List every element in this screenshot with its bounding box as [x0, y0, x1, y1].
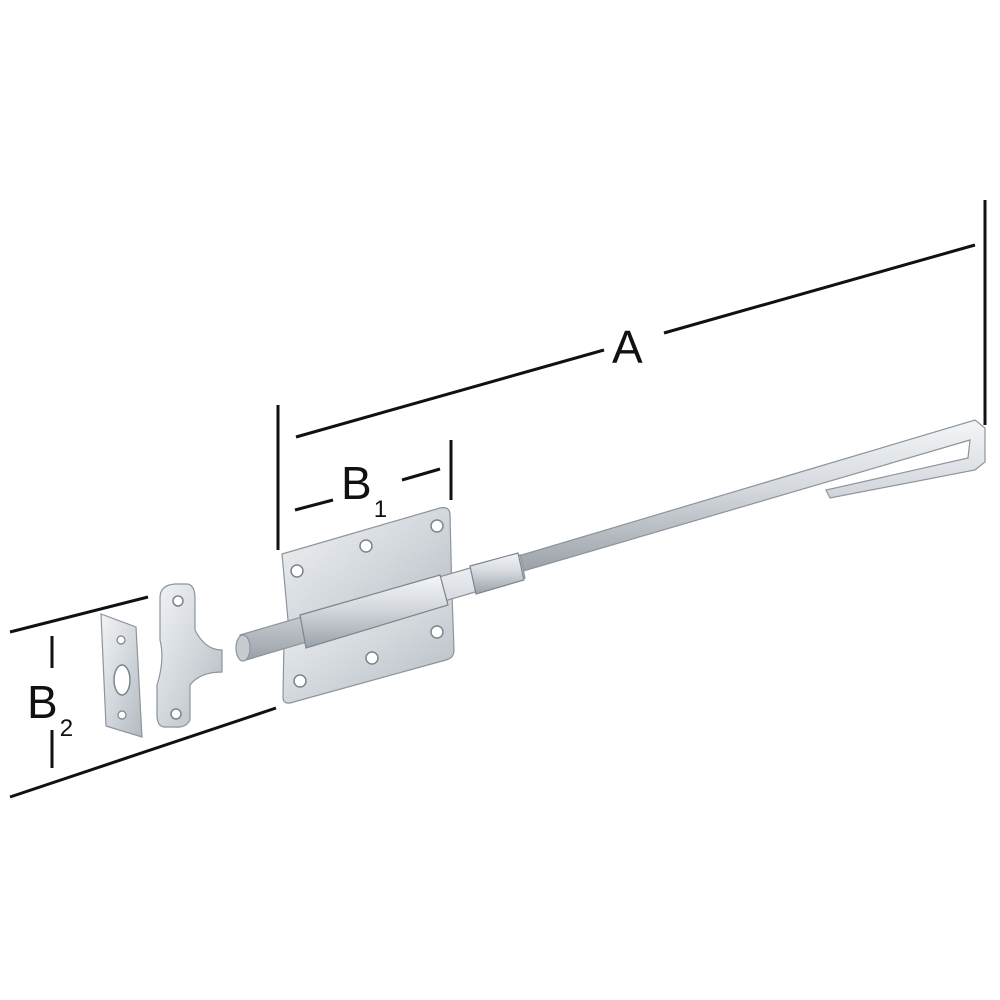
- bolt-barrel: [235, 552, 526, 662]
- dimension-b1-lines: [294, 440, 453, 512]
- dimension-b2-lines: [9, 595, 277, 799]
- pull-rod: [514, 419, 986, 573]
- label-b2-subscript: 2: [59, 715, 74, 742]
- label-a-text: A: [612, 321, 643, 373]
- label-b1-subscript: 1: [373, 496, 388, 523]
- keeper-bracket: [156, 583, 223, 728]
- dimension-label-b2: B2: [27, 676, 73, 741]
- dimension-a-lines: [276, 200, 987, 550]
- label-b2-main: B: [27, 676, 58, 728]
- strike-plate: [100, 613, 143, 738]
- dimension-label-a: A: [612, 324, 643, 370]
- label-b1-main: B: [341, 457, 372, 509]
- dimension-label-b1: B1: [341, 457, 387, 522]
